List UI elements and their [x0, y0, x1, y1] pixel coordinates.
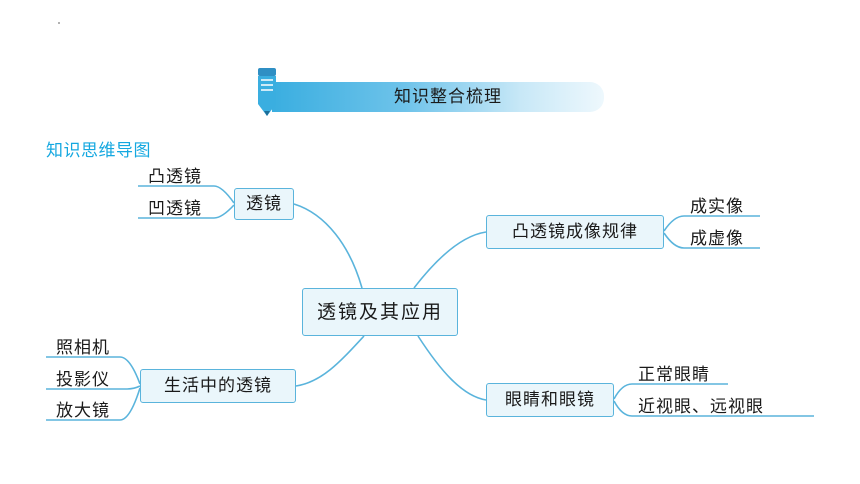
leaf-projector: 投影仪: [56, 370, 110, 390]
center-node: 透镜及其应用: [302, 288, 458, 336]
branch-lenses: 透镜: [234, 188, 294, 220]
corner-dot: [58, 22, 60, 24]
leaf-camera: 照相机: [56, 338, 110, 358]
leaf-myopia-hyperopia: 近视眼、远视眼: [638, 397, 764, 417]
section-banner: 知识整合梳理: [272, 82, 604, 112]
leaf-magnifier: 放大镜: [56, 401, 110, 421]
mindmap-subheading: 知识思维导图: [46, 141, 151, 161]
branch-daily-life-label: 生活中的透镜: [164, 376, 272, 396]
center-node-label: 透镜及其应用: [316, 301, 443, 323]
leaf-concave-lens: 凹透镜: [148, 199, 202, 219]
branch-eyes: 眼睛和眼镜: [486, 383, 614, 417]
branch-eyes-label: 眼睛和眼镜: [505, 390, 595, 410]
banner-title: 知识整合梳理: [394, 87, 502, 107]
pencil-icon: [258, 68, 276, 116]
leaf-convex-lens: 凸透镜: [148, 167, 202, 187]
leaf-normal-eye: 正常眼睛: [638, 365, 710, 385]
branch-convex-rules: 凸透镜成像规律: [486, 215, 664, 249]
leaf-real-image: 成实像: [690, 197, 744, 217]
branch-daily-life: 生活中的透镜: [140, 369, 296, 403]
leaf-virtual-image: 成虚像: [690, 229, 744, 249]
branch-lenses-label: 透镜: [246, 194, 282, 214]
branch-convex-rules-label: 凸透镜成像规律: [512, 222, 638, 242]
